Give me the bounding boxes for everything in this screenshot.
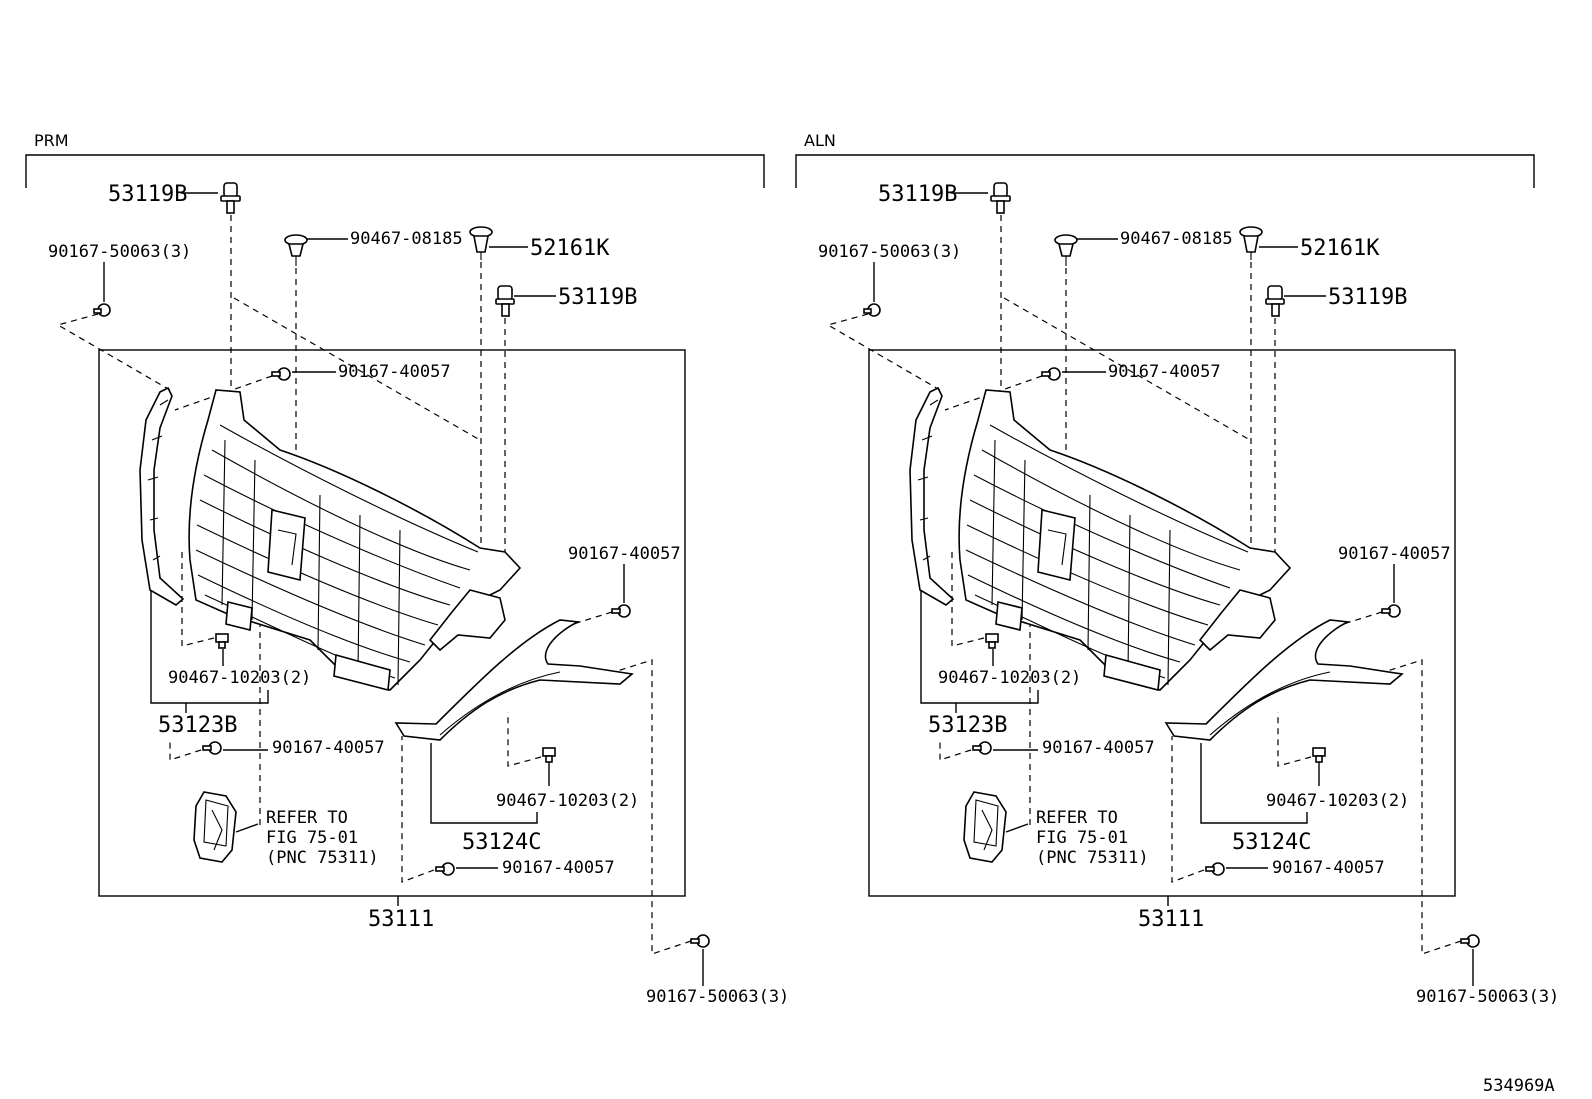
label-52161k: 52161K: [1300, 236, 1380, 261]
screw-icon: [435, 862, 455, 876]
label-90467-10203: 90467-10203(2): [496, 791, 639, 811]
side-molding-left: [909, 386, 955, 606]
screw-icon: [93, 303, 111, 317]
label-53123b: 53123B: [158, 713, 237, 738]
bolt-icon: [990, 182, 1011, 214]
screw-icon: [1041, 367, 1061, 381]
refer-note-line2: FIG 75-01: [1036, 828, 1128, 848]
section-prm: PRM 53119B 90167-50063(3) 90467-08185 52…: [25, 131, 789, 1007]
label-90167-40057: 90167-40057: [568, 544, 681, 564]
bolt-icon: [495, 285, 515, 317]
bolt-icon: [220, 182, 241, 214]
screw-icon: [972, 741, 992, 755]
label-90167-40057: 90167-40057: [272, 738, 385, 758]
label-53111: 53111: [1138, 907, 1204, 932]
side-molding-right: [1164, 619, 1404, 741]
label-53124c: 53124C: [462, 830, 541, 855]
label-52161k: 52161K: [530, 236, 610, 261]
screw-icon: [690, 934, 710, 948]
emblem-part: [193, 791, 237, 863]
screw-icon: [202, 741, 222, 755]
label-90467-10203: 90467-10203(2): [168, 668, 311, 688]
clip-icon: [469, 226, 493, 260]
section-header: ALN: [804, 131, 836, 150]
screw-icon: [611, 604, 631, 618]
label-90467-10203: 90467-10203(2): [938, 668, 1081, 688]
label-90167-40057: 90167-40057: [502, 858, 615, 878]
screw-icon: [1460, 934, 1480, 948]
label-90167-40057: 90167-40057: [338, 362, 451, 382]
clip-icon: [284, 234, 308, 266]
label-53119b: 53119B: [558, 285, 637, 310]
side-molding-left: [139, 386, 185, 606]
label-90467-10203: 90467-10203(2): [1266, 791, 1409, 811]
label-90167-50063: 90167-50063(3): [646, 987, 789, 1007]
label-53111: 53111: [368, 907, 434, 932]
label-90167-40057: 90167-40057: [1272, 858, 1385, 878]
label-90467-08185: 90467-08185: [1120, 229, 1233, 249]
clip-icon: [1239, 226, 1263, 260]
emblem-part: [963, 791, 1007, 863]
label-53124c: 53124C: [1232, 830, 1311, 855]
refer-note-line3: (PNC 75311): [266, 848, 379, 868]
label-90167-40057: 90167-40057: [1338, 544, 1451, 564]
label-90167-40057: 90167-40057: [1042, 738, 1155, 758]
screw-icon: [863, 303, 881, 317]
label-53119b: 53119B: [878, 182, 957, 207]
clip-icon: [1312, 747, 1326, 763]
refer-note-line3: (PNC 75311): [1036, 848, 1149, 868]
screw-icon: [1205, 862, 1225, 876]
clip-icon: [1054, 234, 1078, 266]
label-90167-50063: 90167-50063(3): [1416, 987, 1559, 1007]
section-header: PRM: [34, 131, 69, 150]
label-90167-50063: 90167-50063(3): [818, 242, 961, 262]
refer-note-line1: REFER TO: [266, 808, 348, 828]
screw-icon: [271, 367, 291, 381]
label-90167-40057: 90167-40057: [1108, 362, 1221, 382]
grille-assembly: [188, 389, 522, 692]
clip-icon: [542, 747, 556, 763]
label-90467-08185: 90467-08185: [350, 229, 463, 249]
refer-note-line1: REFER TO: [1036, 808, 1118, 828]
clip-icon: [215, 633, 229, 649]
clip-icon: [985, 633, 999, 649]
bolt-icon: [1265, 285, 1285, 317]
grille-assembly: [958, 389, 1292, 692]
label-53119b: 53119B: [1328, 285, 1407, 310]
label-53119b: 53119B: [108, 182, 187, 207]
refer-note-line2: FIG 75-01: [266, 828, 358, 848]
section-aln: ALN 53119B 90167-50063(3) 90467-08185 52…: [795, 131, 1559, 1007]
label-53123b: 53123B: [928, 713, 1007, 738]
side-molding-right: [394, 619, 634, 741]
label-90167-50063: 90167-50063(3): [48, 242, 191, 262]
screw-icon: [1381, 604, 1401, 618]
figure-id: 534969A: [1483, 1076, 1555, 1096]
